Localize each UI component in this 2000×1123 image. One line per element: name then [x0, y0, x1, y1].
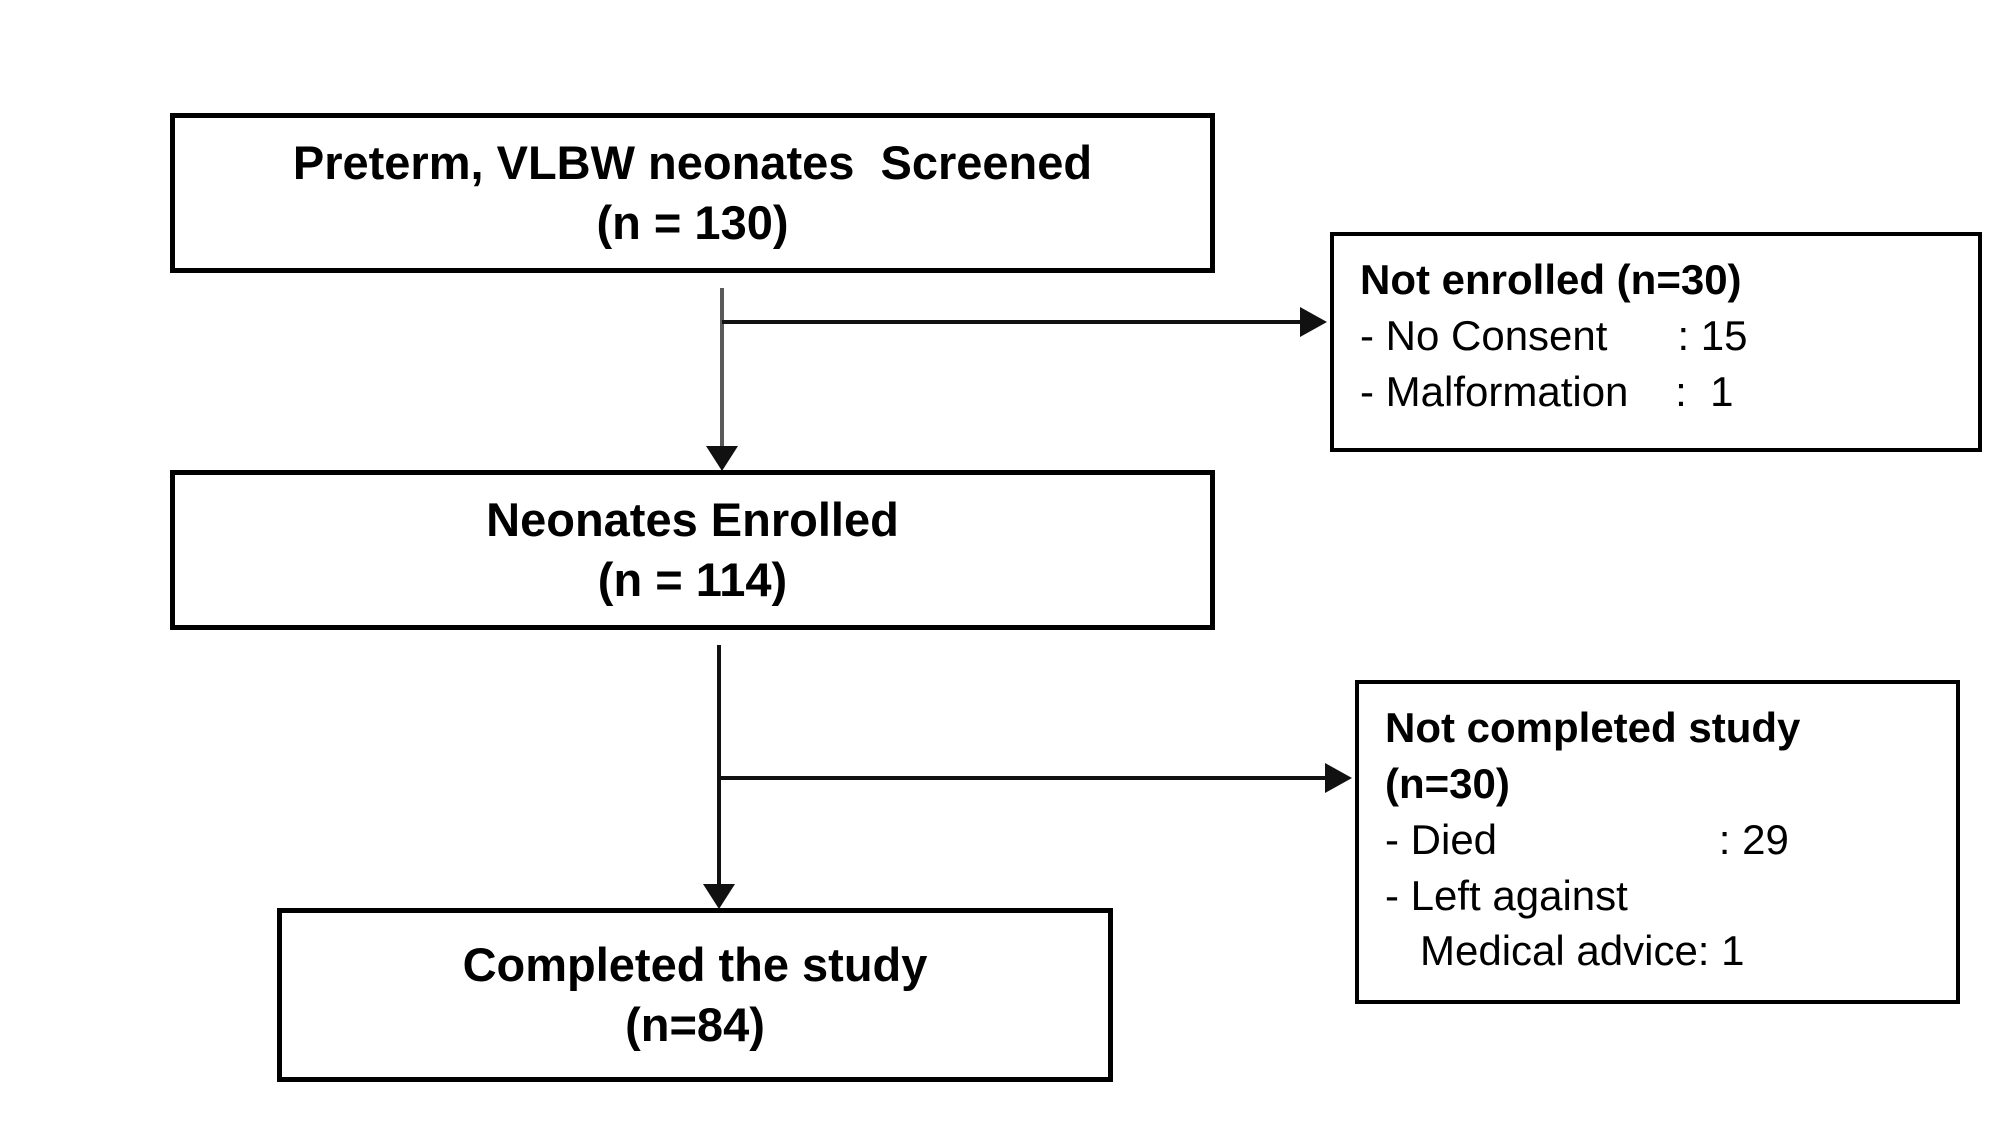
reason-no-consent: - No Consent : 15 [1360, 311, 1748, 359]
box-enrolled-count: (n = 114) [597, 553, 788, 606]
box-screened-title: Preterm, VLBW neonates Screened [292, 135, 1093, 189]
box-not-completed-title-line1: Not completed study [1385, 704, 1801, 751]
connector-to-not-completed-line [719, 776, 1325, 780]
box-enrolled: Neonates Enrolled (n = 114) [170, 470, 1215, 630]
box-screened: Preterm, VLBW neonates Screened (n = 130… [170, 113, 1215, 273]
reason-malformation: - Malformation : 1 [1360, 367, 1734, 415]
box-not-completed-title-line2: (n=30) [1385, 759, 1510, 807]
box-completed-count: (n=84) [625, 998, 765, 1051]
arrow-down-icon [706, 446, 738, 471]
arrow-right-icon [1325, 763, 1352, 793]
box-enrolled-title: Neonates Enrolled [486, 492, 899, 546]
box-not-enrolled-title: Not enrolled (n=30) [1360, 256, 1742, 303]
box-not-completed: Not completed study (n=30) - Died : 29 -… [1355, 680, 1960, 1004]
box-completed: Completed the study (n=84) [277, 908, 1113, 1082]
box-screened-count: (n = 130) [596, 196, 789, 249]
reason-left-against-line2: Medical advice: 1 [1385, 927, 1745, 975]
reason-died: - Died : 29 [1385, 815, 1789, 863]
arrow-right-icon [1300, 307, 1327, 337]
arrow-down-icon [703, 884, 735, 909]
connector-to-not-enrolled-line [722, 320, 1300, 324]
box-completed-title: Completed the study [462, 937, 928, 991]
reason-left-against-line1: - Left against [1385, 871, 1628, 919]
connector-screened-to-enrolled-line [720, 288, 724, 448]
connector-enrolled-to-completed-line [717, 645, 721, 886]
box-not-enrolled: Not enrolled (n=30) - No Consent : 15 - … [1330, 232, 1982, 452]
